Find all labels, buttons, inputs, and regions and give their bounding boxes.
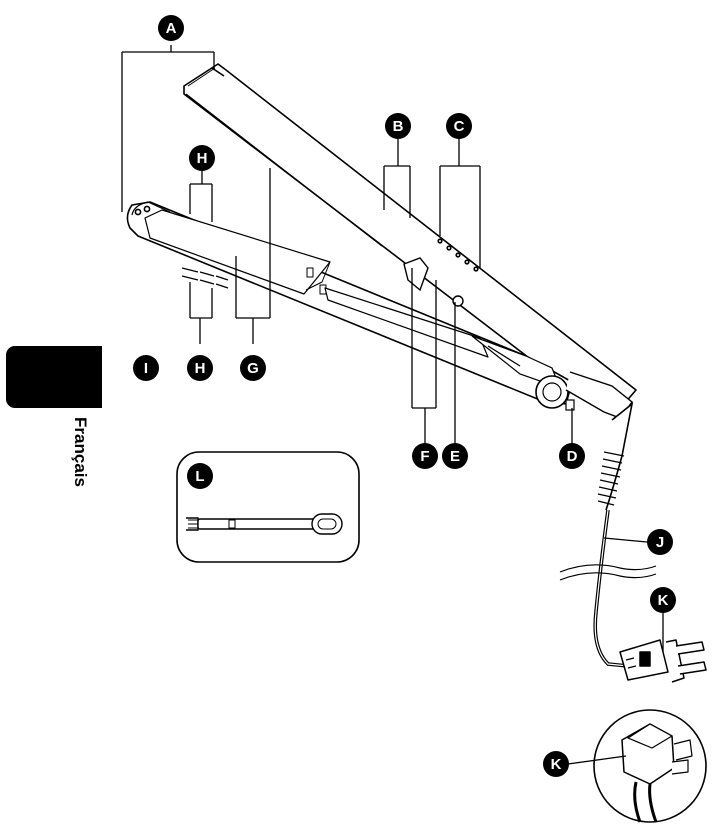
upper-arm [183, 63, 637, 405]
svg-text:H: H [195, 360, 206, 377]
callout-E: E [442, 443, 468, 469]
heating-plate [144, 209, 331, 295]
callout-K-plug: K [650, 587, 676, 613]
leader-lines [121, 45, 664, 765]
svg-text:F: F [420, 448, 429, 465]
callout-D: D [559, 443, 585, 469]
svg-text:C: C [454, 118, 465, 135]
hinge-assembly [471, 335, 633, 419]
svg-text:K: K [551, 756, 562, 773]
euro-plug [619, 639, 707, 683]
vents [181, 267, 229, 289]
callout-L: L [187, 463, 213, 489]
callout-H-bottom: H [187, 355, 213, 381]
svg-text:A: A [166, 20, 177, 37]
language-tab [6, 346, 102, 408]
temperature-button [403, 257, 429, 292]
callout-F: F [412, 443, 438, 469]
callout-A: A [158, 15, 184, 41]
svg-text:E: E [450, 448, 460, 465]
lock-switch [565, 399, 575, 411]
indicator-lights [437, 238, 479, 272]
callout-K-uk-plug: K [543, 751, 569, 777]
svg-text:H: H [197, 150, 208, 167]
callout-H-top: H [189, 145, 215, 171]
svg-text:G: G [247, 360, 259, 377]
language-label-text: Français [71, 417, 90, 487]
callout-B: B [385, 113, 411, 139]
svg-text:L: L [195, 468, 204, 485]
power-cord [559, 402, 657, 668]
lower-arm [126, 201, 573, 405]
uk-plug-inset [593, 709, 707, 823]
svg-text:B: B [393, 118, 404, 135]
callout-J: J [647, 529, 673, 555]
svg-text:J: J [656, 534, 664, 551]
svg-text:I: I [144, 360, 148, 377]
svg-text:K: K [658, 592, 669, 609]
svg-text:D: D [567, 448, 578, 465]
callout-C: C [446, 113, 472, 139]
cleaning-brush-inset [176, 451, 360, 563]
callout-I: I [133, 355, 159, 381]
callout-G: G [240, 355, 266, 381]
